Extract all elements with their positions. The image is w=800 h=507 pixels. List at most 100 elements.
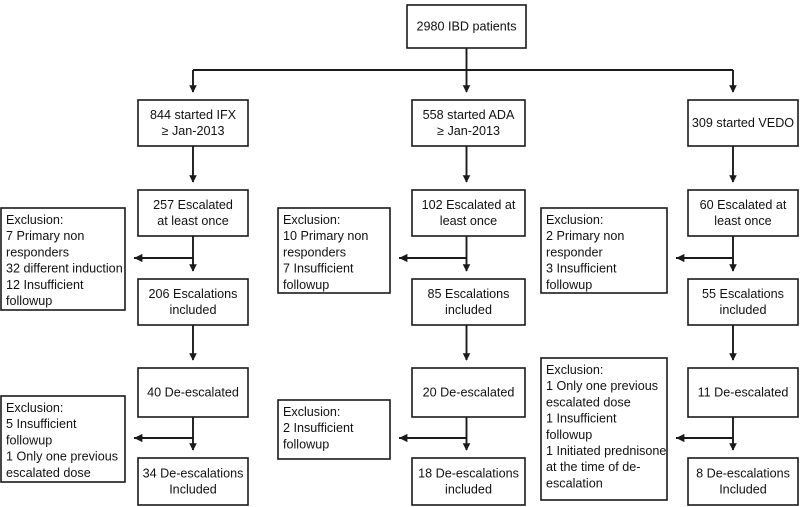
connector-layer (133, 48, 737, 451)
node-vedo-exclusion-escalation-line: 2 Primary non (546, 229, 624, 243)
node-vedo-exclusion-deescalation-line: 1 Initiated prednisone (546, 444, 666, 458)
node-vedo-deescalations-included-line: 8 De-escalations (696, 466, 790, 480)
node-ada-exclusion-escalation-line: 10 Primary non (283, 229, 368, 243)
node-ifx-exclusion-escalation-line: followup (6, 294, 52, 308)
node-ifx-deescalations-included-rect (137, 457, 249, 506)
node-vedo-exclusion-escalation-rect (540, 207, 668, 294)
node-ada-escalated-line: least once (440, 214, 497, 228)
node-vedo-exclusion-deescalation-rect (540, 357, 668, 501)
node-ifx-exclusion-escalation: Exclusion: 7 Primary non responders 32 diff… (0, 207, 126, 311)
node-vedo-escalated-line: least once (714, 214, 771, 228)
node-ifx-escalations-included-line: included (170, 303, 217, 317)
node-ifx-exclusion-deescalation-rect (0, 395, 126, 483)
node-ada-start-rect (411, 99, 526, 147)
node-vedo-start-rect (687, 99, 799, 147)
node-vedo-exclusion-deescalation-line: Exclusion: (546, 363, 603, 377)
node-ada-exclusion-escalation-line: followup (283, 278, 329, 292)
node-vedo-escalations-included: 55 Escalations included (687, 278, 799, 326)
node-ifx-deescalated: 40 De-escalated (137, 367, 249, 418)
node-ifx-escalations-included-line: 206 Escalations (149, 287, 238, 301)
node-vedo-exclusion-deescalation-line: escalation (546, 476, 603, 490)
node-vedo-escalated: 60 Escalated at least once (687, 189, 799, 237)
node-ada-escalations-included-rect (411, 278, 526, 326)
node-ada-exclusion-deescalation-line: followup (283, 437, 329, 451)
node-vedo-exclusion-deescalation-line: at the time of de- (546, 460, 641, 474)
node-ifx-deescalations-included-line: 34 De-escalations (143, 466, 244, 480)
node-ifx-escalations-included: 206 Escalations included (137, 278, 249, 326)
node-vedo-exclusion-escalation-line: responder (546, 245, 603, 259)
node-ada-deescalations-included-line: included (445, 482, 492, 496)
node-ifx-escalated-rect (137, 189, 249, 237)
node-ada-exclusion-escalation-line: 7 Insufficient (283, 262, 354, 276)
node-vedo-deescalated-line: 11 De-escalated (698, 385, 789, 399)
node-root-rect (406, 4, 527, 49)
node-vedo-exclusion-deescalation-line: 1 Only one previous (546, 379, 658, 393)
node-vedo-escalated-rect (687, 189, 799, 237)
node-ifx-start: 844 started IFX ≥ Jan-2013 (137, 99, 249, 147)
node-ada-deescalations-included: 18 De-escalations included (411, 457, 526, 506)
node-ada-exclusion-deescalation-rect (277, 399, 391, 460)
node-vedo-deescalated-rect (687, 367, 799, 418)
node-ifx-deescalated-rect (137, 367, 249, 418)
node-ifx-exclusion-deescalation-line: Exclusion: (6, 401, 63, 415)
node-ifx-exclusion-escalation-line: 32 different induction (6, 262, 123, 276)
node-ada-escalated-rect (411, 189, 526, 237)
node-ifx-exclusion-deescalation-line: 1 Only one previous (6, 450, 118, 464)
node-ada-exclusion-deescalation-line: 2 Insufficient (283, 421, 354, 435)
node-vedo-escalations-included-line: 55 Escalations (702, 287, 784, 301)
node-ifx-exclusion-deescalation-line: escalated dose (6, 466, 91, 480)
node-vedo-exclusion-escalation: Exclusion: 2 Primary non responder 3 Insuff… (540, 207, 668, 294)
node-ada-deescalated: 20 De-escalated (411, 367, 526, 418)
node-ada-exclusion-escalation-rect (277, 207, 391, 294)
node-ada-deescalations-included-line: 18 De-escalations (418, 466, 519, 480)
node-vedo-start: 309 started VEDO (687, 99, 799, 147)
node-vedo-deescalated: 11 De-escalated (687, 367, 799, 418)
node-ifx-escalations-included-rect (137, 278, 249, 326)
node-ada-exclusion-escalation-line: responders (283, 245, 346, 259)
node-ada-escalations-included: 85 Escalations included (411, 278, 526, 326)
node-ifx-escalated-line: at least once (157, 214, 228, 228)
node-ada-deescalations-included-rect (411, 457, 526, 506)
node-vedo-exclusion-deescalation-line: escalated dose (546, 395, 631, 409)
node-ada-escalated-line: 102 Escalated at (422, 198, 516, 212)
node-ada-start: 558 started ADA≥ Jan-2013 (411, 99, 526, 147)
node-ada-escalations-included-line: 85 Escalations (428, 287, 510, 301)
node-vedo-exclusion-deescalation-line: followup (546, 428, 592, 442)
node-vedo-escalations-included-line: included (720, 303, 767, 317)
node-ifx-exclusion-escalation-line: 7 Primary non (6, 229, 84, 243)
node-vedo-exclusion-escalation-line: 3 Insufficient (546, 262, 617, 276)
node-vedo-escalations-included-rect (687, 278, 799, 326)
node-ifx-exclusion-deescalation-line: followup (6, 433, 52, 447)
node-ifx-exclusion-escalation-line: Exclusion: (6, 213, 63, 227)
node-vedo-exclusion-deescalation: Exclusion: 1 Only one previous escalated d… (540, 357, 668, 501)
node-ifx-escalated-line: 257 Escalated (153, 198, 233, 212)
node-root: 2980 IBD patients (406, 4, 527, 49)
node-ifx-start-rect (137, 99, 249, 147)
node-ifx-deescalated-line: 40 De-escalated (147, 385, 239, 399)
node-ifx-exclusion-escalation-line: responders (6, 245, 69, 259)
node-ifx-exclusion-escalation-rect (0, 207, 126, 311)
node-vedo-deescalations-included-rect (687, 457, 799, 506)
node-vedo-exclusion-deescalation-line: 1 Insufficient (546, 412, 617, 426)
node-root-line: 2980 IBD patients (416, 19, 516, 33)
node-ada-escalations-included-line: included (445, 303, 492, 317)
node-vedo-start-line: 309 started VEDO (692, 116, 794, 130)
node-ada-exclusion-deescalation: Exclusion: 2 Insufficient followup (277, 399, 391, 460)
node-ifx-deescalations-included-line: Included (169, 482, 217, 496)
node-vedo-exclusion-escalation-line: Exclusion: (546, 213, 603, 227)
node-ifx-start-line: ≥ Jan-2013 (162, 124, 225, 138)
node-ada-deescalated-line: 20 De-escalated (423, 385, 515, 399)
node-ada-deescalated-rect (411, 367, 526, 418)
node-ada-start-line: 558 started ADA (423, 108, 515, 122)
node-vedo-exclusion-escalation-line: followup (546, 278, 592, 292)
node-ifx-start-line: 844 started IFX (150, 108, 237, 122)
node-vedo-escalated-line: 60 Escalated at (700, 198, 787, 212)
node-ifx-exclusion-escalation-line: 12 Insufficient (6, 278, 84, 292)
node-vedo-deescalations-included-line: Included (719, 482, 767, 496)
node-ada-exclusion-deescalation-line: Exclusion: (283, 405, 340, 419)
